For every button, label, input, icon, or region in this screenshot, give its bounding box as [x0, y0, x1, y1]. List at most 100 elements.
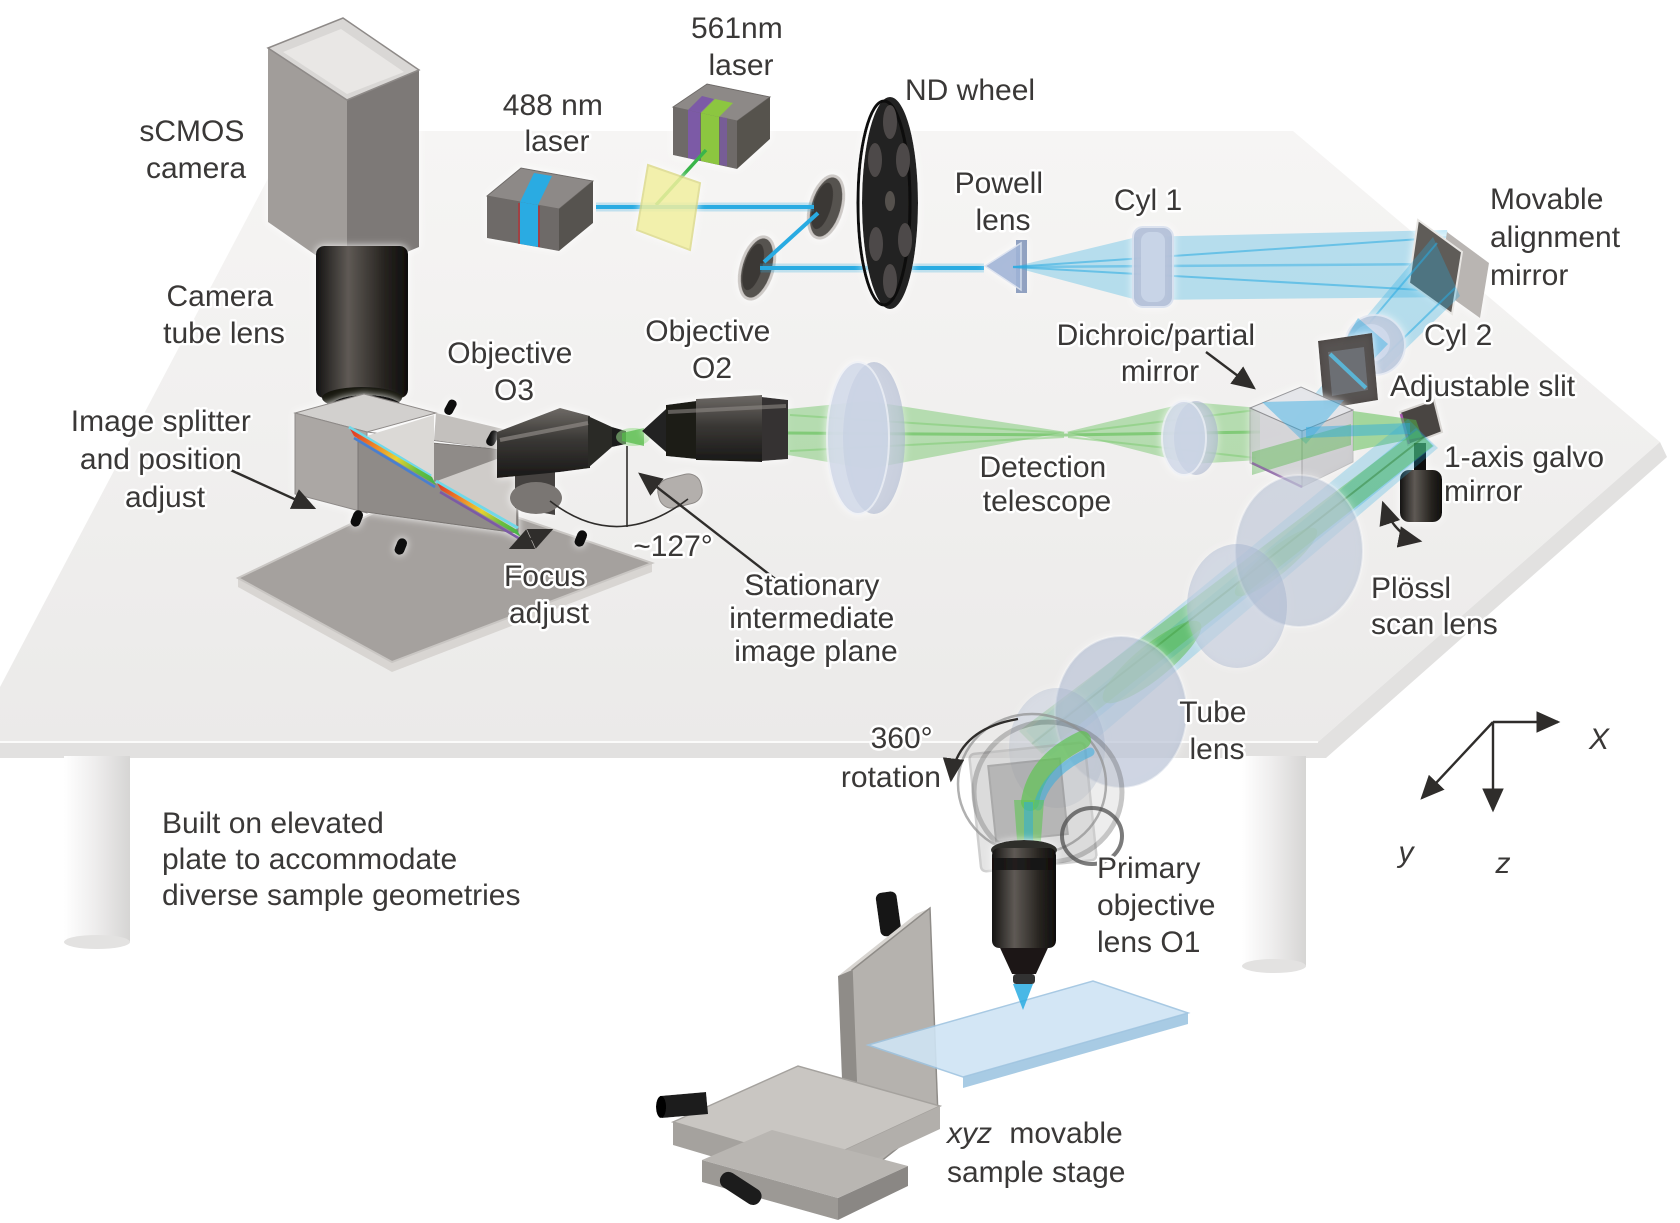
- splitter-foot-1: [350, 510, 364, 527]
- label-488-laser: 488 nm laser: [503, 89, 611, 158]
- beam-band: [1137, 230, 1461, 300]
- label-detection-telescope: Detection telescope: [979, 451, 1114, 518]
- camera-face-right: [347, 70, 419, 277]
- label-primary-objective: Primary objective lens O1: [1097, 852, 1224, 959]
- label-camera-tube-lens: Camera tube lens: [163, 280, 285, 350]
- galvo-stem: [1414, 443, 1426, 475]
- tube-lens-body: [316, 246, 408, 398]
- primary-objective-o1: [991, 840, 1057, 984]
- splitter-foot-3: [574, 530, 588, 547]
- label-focus-adjust: Focus adjust: [504, 560, 594, 630]
- galvo-motor: [1400, 470, 1442, 522]
- annotations: [223, 351, 1561, 813]
- laser561-right: [737, 97, 770, 169]
- laser488-stripe-top: [520, 173, 552, 205]
- mirror-face: [1407, 218, 1464, 316]
- label-cyl1: Cyl 1: [1114, 184, 1182, 217]
- laser488-right: [559, 181, 593, 251]
- label-axis-y: y: [1397, 836, 1416, 869]
- laser-488: [485, 167, 595, 251]
- camera-face-left: [268, 48, 347, 277]
- dichroic-green-pass: [1252, 424, 1351, 475]
- laser561-stripe-purple-top: [688, 96, 714, 113]
- beam-streak: [1067, 409, 1257, 434]
- camera-top-inset: [283, 29, 404, 94]
- laser488-stripe-front: [520, 202, 538, 247]
- detection-telescope-lens-1: [826, 361, 905, 515]
- o2-back-cap: [762, 397, 788, 461]
- camera-tube-lens: [316, 246, 408, 409]
- rainbow-sheath-blue-1: [353, 436, 436, 489]
- mirror-face: [742, 243, 765, 291]
- label-dichroic-mirror: Dichroic/partial mirror: [1057, 319, 1264, 388]
- detection-telescope-lens-2: [1161, 400, 1218, 476]
- label-angle-127: ~127°: [633, 530, 713, 563]
- rotation-arrow-icon: [942, 717, 1019, 783]
- label-nd-wheel: ND wheel: [905, 74, 1035, 107]
- slide-edge: [963, 1013, 1188, 1088]
- beam-fan: [1013, 237, 1137, 300]
- rainbow-sheath-aqua-2: [435, 479, 519, 530]
- nd-wheel-rim: [856, 99, 912, 307]
- nd-wheel-hole: [898, 223, 912, 257]
- nd-wheel: [856, 97, 918, 309]
- beam-streak: [1012, 262, 1453, 269]
- stage-slab-front-left: [702, 1160, 838, 1220]
- laser-561: [671, 83, 772, 169]
- o2-tip: [642, 409, 666, 452]
- stage-knob-left: [656, 1092, 708, 1118]
- o1-nose: [1013, 974, 1035, 984]
- mirror-face: [811, 182, 834, 230]
- laser561-stripe-purple2-front: [720, 117, 727, 166]
- o3-highlight: [499, 421, 589, 442]
- o2-body: [696, 395, 762, 462]
- label-360-rotation: 360° rotation: [841, 722, 941, 794]
- angle-arc: [549, 498, 689, 528]
- label-tube-lens: Tube lens: [1179, 696, 1255, 766]
- mount-bearing: [1060, 806, 1124, 866]
- lens-disc-front: [1161, 400, 1207, 476]
- o1-band: [992, 858, 1056, 870]
- dichroic-arrow: [1205, 351, 1256, 390]
- beam-streak: [1012, 236, 1450, 268]
- rainbow-beam-2: [437, 483, 521, 537]
- excitation-beam-sheet: [1012, 230, 1461, 300]
- fold-mirror-2: [737, 235, 777, 301]
- label-cyl2: Cyl 2: [1424, 319, 1492, 352]
- beam-bend-blue: [1033, 747, 1095, 811]
- plate-side: [238, 563, 652, 672]
- focus-adjust-arrow: [508, 528, 554, 550]
- stage-arm-top: [838, 908, 930, 976]
- stage-slab-front-right: [838, 1166, 908, 1220]
- nd-wheel-hub: [885, 191, 895, 211]
- o1-taper: [1000, 948, 1048, 974]
- nd-wheel-hole: [869, 227, 883, 261]
- label-image-splitter: Image splitter and position adjust: [71, 405, 259, 514]
- label-movable-alignment-mirror: Movable alignment mirror: [1490, 183, 1628, 292]
- light-sheet-at-sample: [1013, 984, 1033, 1010]
- sample-slide: [865, 980, 1191, 1088]
- dichroic-blue-reflection: [1262, 400, 1344, 444]
- o1-body: [992, 848, 1056, 948]
- objective-o2: [642, 395, 788, 462]
- plossl-disc-2: [1187, 544, 1287, 668]
- plossl-scan-lens: [1187, 474, 1364, 668]
- nd-wheel-hole: [868, 143, 882, 177]
- o2-highlight: [667, 404, 787, 414]
- rainbow-beam-1: [350, 429, 436, 485]
- stage-slab-top: [702, 1130, 908, 1198]
- table-leg-right: [1242, 756, 1306, 973]
- beam-streak: [1012, 266, 1459, 293]
- splitter-knob-1: [444, 399, 457, 416]
- stage-knob-bottom: [719, 1171, 762, 1206]
- nd-wheel-hole: [896, 143, 910, 177]
- rainbow-sheath-purple-2: [439, 490, 521, 541]
- blue-band: [1306, 423, 1410, 438]
- label-plossl-scan-lens: Plössl scan lens: [1371, 572, 1498, 641]
- rainbow-sheath-aqua-1: [348, 425, 432, 478]
- label-objective-o3: Objective O3: [447, 337, 580, 407]
- cyl1-inner: [1141, 232, 1165, 302]
- beam-bend-green: [1021, 731, 1091, 811]
- laser561-stripe-green-front: [701, 113, 719, 165]
